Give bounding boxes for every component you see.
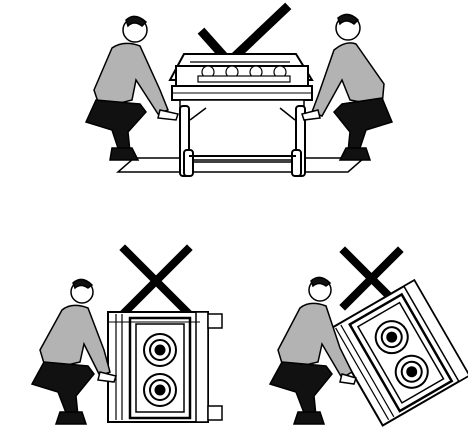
panel-wrong-on-side: [32, 250, 222, 424]
person-left-on-side: [32, 279, 116, 424]
person-right: [302, 14, 392, 160]
cross-icon: [125, 250, 187, 312]
panel-wrong-tilted: [270, 252, 468, 425]
range-appliance-on-side: [108, 312, 222, 422]
person-left: [86, 16, 178, 160]
range-appliance-upright: [170, 54, 312, 176]
panel-correct-lift: [86, 9, 392, 176]
